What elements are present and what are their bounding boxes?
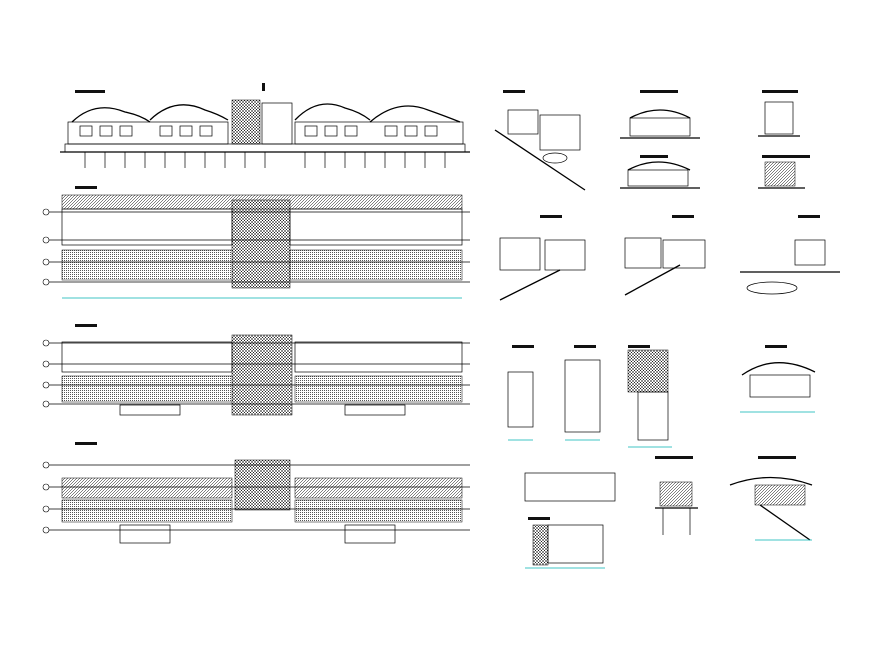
elevation-b xyxy=(620,90,700,139)
floor-plan-1 xyxy=(42,186,470,299)
section-h xyxy=(740,215,840,295)
floor-plan-3 xyxy=(42,442,470,544)
section-l xyxy=(740,345,816,413)
elevation-e xyxy=(758,155,810,189)
long-elevation xyxy=(60,83,470,168)
elevation-n xyxy=(655,456,698,535)
floor-plan-2 xyxy=(42,324,470,416)
section-f xyxy=(499,215,586,301)
elevation-c xyxy=(620,155,700,189)
plan-i xyxy=(507,345,534,441)
section-g xyxy=(624,215,706,296)
plan-m xyxy=(524,472,616,569)
elevation-o xyxy=(729,456,813,541)
plan-j xyxy=(564,345,601,441)
section-a xyxy=(494,90,586,191)
plan-k xyxy=(627,345,672,448)
elevation-d xyxy=(758,90,800,137)
